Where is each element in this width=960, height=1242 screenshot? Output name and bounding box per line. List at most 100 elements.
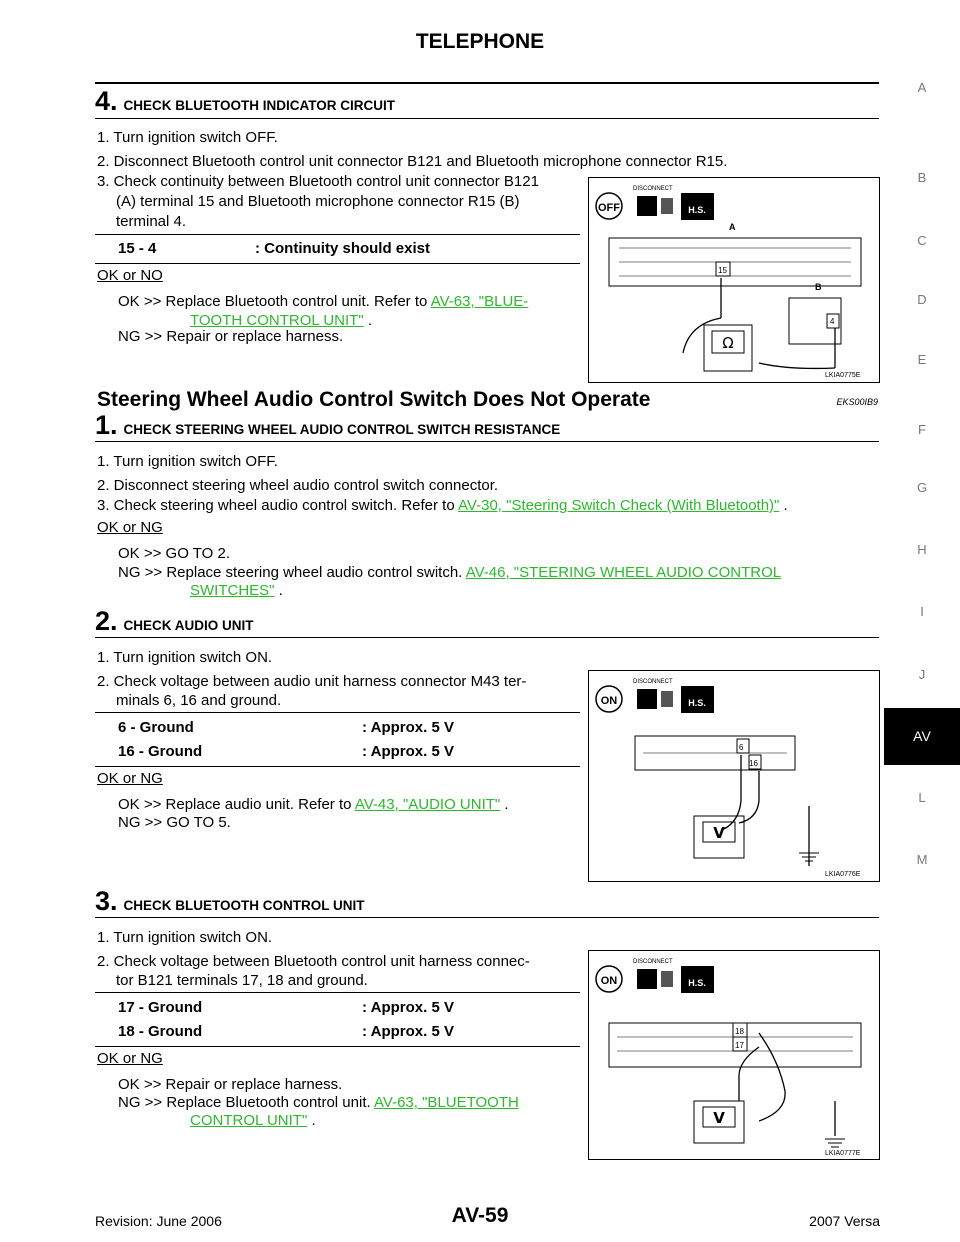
sstep3-instruction-2b: tor B121 terminals 17, 18 and ground. <box>116 972 368 989</box>
step4-heading: 4.CHECK BLUETOOTH INDICATOR CIRCUIT <box>95 86 395 117</box>
sstep3-number: 3. <box>95 886 118 916</box>
sstep3-spec2-terminals: 18 - Ground <box>118 1023 203 1040</box>
harness-side-icon: H.S. <box>681 686 714 713</box>
sstep2-title: CHECK AUDIO UNIT <box>123 618 254 633</box>
sstep1-link-steering-check[interactable]: AV-30, "Steering Switch Check (With Blue… <box>458 497 780 514</box>
step4-ng-line: NG >> Repair or replace harness. <box>118 328 344 345</box>
sstep1-ng-end: . <box>278 582 283 599</box>
voltmeter-icon: V <box>693 815 745 859</box>
side-tab-f[interactable]: F <box>918 422 926 437</box>
ground-icon <box>799 852 819 862</box>
step4-spec-rule-top <box>95 234 580 235</box>
disconnect-icon <box>637 196 673 216</box>
probe-wires <box>738 1032 836 1136</box>
figure-bluetooth-voltage-check: ON DISCONNECT H.S. 18 17 V <box>588 950 880 1160</box>
svg-text:H.S.: H.S. <box>688 205 706 215</box>
sstep1-ng-link[interactable]: AV-46, "STEERING WHEEL AUDIO CONTROL <box>465 564 782 581</box>
side-tab-e[interactable]: E <box>917 352 927 367</box>
sstep3-title: CHECK BLUETOOTH CONTROL UNIT <box>123 898 365 913</box>
svg-text:H.S.: H.S. <box>688 698 706 708</box>
svg-text:V: V <box>713 824 725 842</box>
sstep3-instruction-2a: 2. Check voltage between Bluetooth contr… <box>97 953 530 970</box>
sstep3-ng-text: NG >> Replace Bluetooth control unit. <box>118 1094 371 1111</box>
sstep3-ng-link[interactable]: AV-63, "BLUETOOTH <box>374 1094 519 1111</box>
sstep2-rule <box>95 637 879 638</box>
section-code: EKS00IB9 <box>836 397 878 407</box>
svg-text:ON: ON <box>601 975 618 987</box>
figure-continuity-svg: OFF DISCONNECT H.S. A 15 B 4 <box>595 186 862 379</box>
side-tab-g[interactable]: G <box>916 480 928 495</box>
svg-text:DISCONNECT: DISCONNECT <box>633 186 673 192</box>
sstep3-spec-rule-bottom <box>95 1046 580 1047</box>
sstep2-ok-end: . <box>504 796 509 813</box>
sstep3-rule <box>95 917 879 918</box>
sstep2-ok-line: OK >> Replace audio unit. Refer to AV-43… <box>118 795 509 815</box>
sstep2-spec2-terminals: 16 - Ground <box>118 743 203 760</box>
side-tab-i[interactable]: I <box>920 604 924 619</box>
sstep1-ng-link-cont[interactable]: SWITCHES" <box>190 582 275 599</box>
side-tab-m[interactable]: M <box>916 852 928 867</box>
header-rule <box>95 82 879 84</box>
side-tab-h[interactable]: H <box>917 542 927 557</box>
step4-spec-terminals: 15 - 4 <box>118 240 157 257</box>
svg-text:B: B <box>815 282 822 292</box>
svg-text:OFF: OFF <box>598 202 620 214</box>
svg-text:A: A <box>729 222 736 232</box>
sstep2-ok-text: OK >> Replace audio unit. Refer to <box>118 796 352 813</box>
sstep1-title: CHECK STEERING WHEEL AUDIO CONTROL SWITC… <box>123 422 561 437</box>
disconnect-icon <box>637 689 673 709</box>
connector-b121-icon <box>608 1022 862 1068</box>
section-title: Steering Wheel Audio Control Switch Does… <box>97 388 651 411</box>
sstep1-rule <box>95 441 879 442</box>
sstep2-ok-link[interactable]: AV-43, "AUDIO UNIT" <box>354 796 501 813</box>
step4-spec-value: : Continuity should exist <box>255 240 430 257</box>
connector-a-icon <box>608 237 862 287</box>
step4-ok-end: . <box>367 312 373 329</box>
side-tab-c[interactable]: C <box>917 233 927 248</box>
step4-spec-rule-bottom <box>95 263 580 264</box>
step4-ok-link[interactable]: AV-63, "BLUE- <box>430 293 529 310</box>
side-tab-b[interactable]: B <box>917 170 927 185</box>
svg-text:15: 15 <box>718 266 727 275</box>
sstep3-spec1-value: : Approx. 5 V <box>362 999 454 1016</box>
sstep3-heading: 3. CHECK BLUETOOTH CONTROL UNIT <box>95 886 365 917</box>
side-tab-j[interactable]: J <box>918 667 926 682</box>
figure-continuity-check: OFF DISCONNECT H.S. A 15 B 4 <box>588 177 880 383</box>
side-tab-av-active[interactable]: AV <box>884 708 960 765</box>
sstep3-instruction-1: 1. Turn ignition switch ON. <box>97 929 273 946</box>
sstep1-heading: 1. CHECK STEERING WHEEL AUDIO CONTROL SWI… <box>95 410 560 441</box>
sstep3-ng-line2: CONTROL UNIT" . <box>190 1111 316 1131</box>
sstep1-instruction-1: 1. Turn ignition switch OFF. <box>97 453 278 470</box>
step4-okng-label: OK or NO <box>97 267 163 284</box>
sstep3-spec2-value: : Approx. 5 V <box>362 1023 454 1040</box>
svg-text:V: V <box>713 1109 725 1127</box>
side-tab-d[interactable]: D <box>917 292 927 307</box>
sstep2-instruction-2b: minals 6, 16 and ground. <box>116 692 282 709</box>
sstep2-instruction-2a: 2. Check voltage between audio unit harn… <box>97 673 527 690</box>
sstep2-spec-rule-bottom <box>95 766 580 767</box>
ignition-on-icon: ON <box>595 685 623 713</box>
step4-ok-link-cont[interactable]: TOOTH CONTROL UNIT" <box>190 312 364 329</box>
step4-number: 4. <box>95 86 118 116</box>
sstep1-ng-line: NG >> Replace steering wheel audio contr… <box>118 563 781 583</box>
sstep3-ng-link-cont[interactable]: CONTROL UNIT" <box>190 1112 308 1129</box>
voltmeter-icon: V <box>693 1100 745 1144</box>
sstep2-number: 2. <box>95 606 118 636</box>
step4-instruction-3a: 3. Check continuity between Bluetooth co… <box>97 173 539 190</box>
step4-ok-line: OK >> Replace Bluetooth control unit. Re… <box>118 292 528 312</box>
model-year: 2007 Versa <box>809 1213 880 1229</box>
sstep1-okng-label: OK or NG <box>97 519 163 536</box>
step4-instruction-2: 2. Disconnect Bluetooth control unit con… <box>97 153 728 170</box>
side-tab-a[interactable]: A <box>917 80 927 95</box>
probe-wires <box>682 278 836 370</box>
svg-text:18: 18 <box>735 1027 744 1036</box>
sstep1-ok-line: OK >> GO TO 2. <box>118 545 230 562</box>
sstep2-ng-line: NG >> GO TO 5. <box>118 814 231 831</box>
side-tab-l[interactable]: L <box>918 790 926 805</box>
sstep2-heading: 2. CHECK AUDIO UNIT <box>95 606 254 637</box>
sstep2-okng-label: OK or NG <box>97 770 163 787</box>
harness-side-icon: H.S. <box>681 966 714 993</box>
sstep1-instruction-3-text: 3. Check steering wheel audio control sw… <box>97 497 455 514</box>
sstep1-number: 1. <box>95 410 118 440</box>
sstep1-instruction-3-end: . <box>783 497 788 514</box>
